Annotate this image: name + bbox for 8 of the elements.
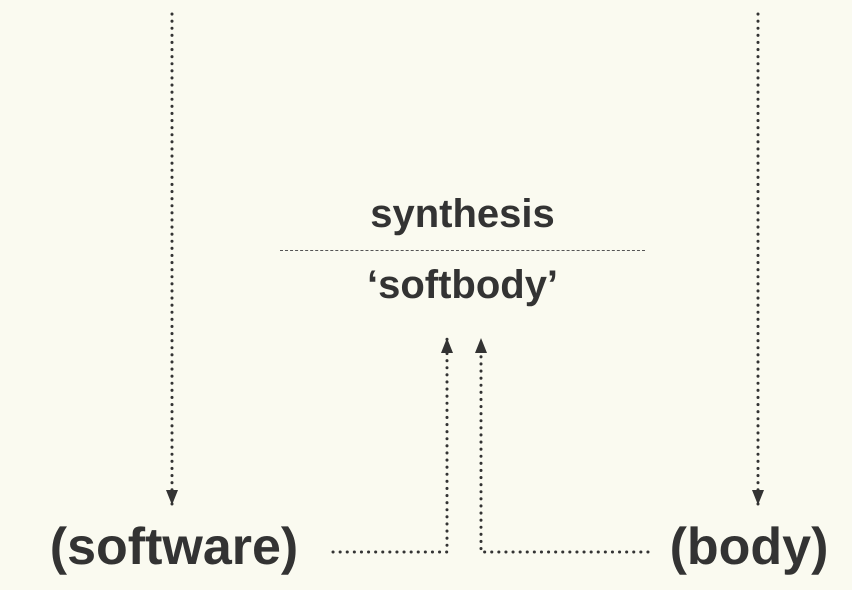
dotted-arrow	[752, 12, 764, 506]
dotted-arrow	[332, 336, 453, 554]
label: (software)	[50, 518, 298, 576]
heading: synthesis	[370, 192, 555, 236]
label: ‘softbody’	[366, 262, 558, 306]
dotted-arrow	[475, 336, 650, 554]
dotted-arrow	[166, 12, 178, 506]
label: (body)	[670, 518, 828, 576]
